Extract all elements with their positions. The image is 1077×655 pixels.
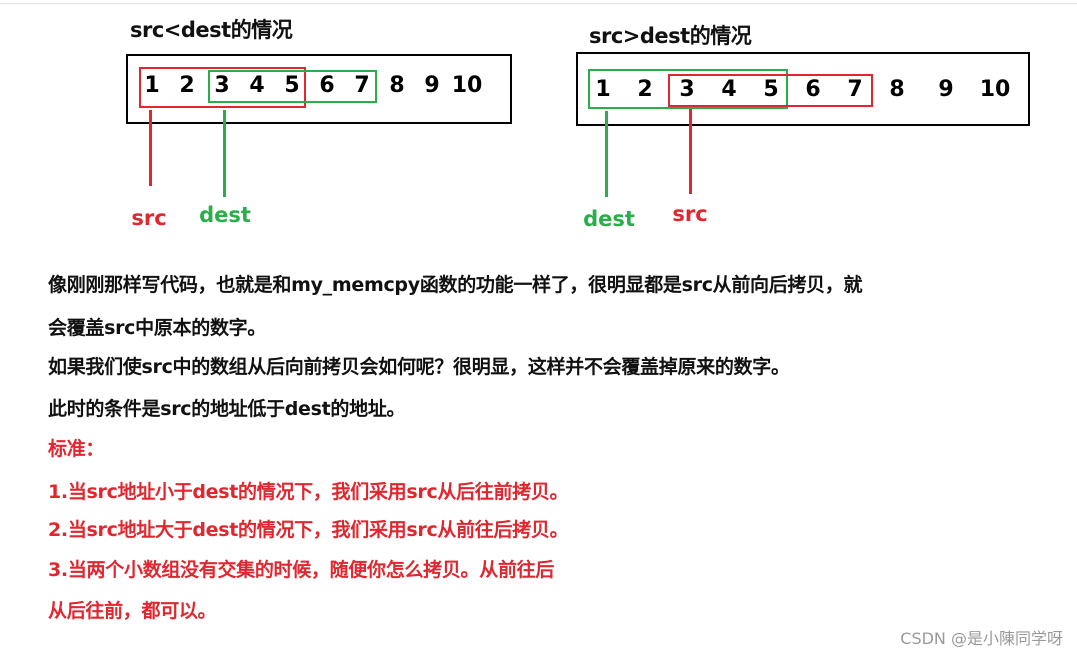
right-src-label: src (672, 202, 708, 226)
csdn-watermark: CSDN @是小陳同学呀 (900, 629, 1063, 648)
rule-1: 1.当src地址小于dest的情况下，我们采用src从后往前拷贝。 (48, 481, 569, 503)
right-cell: 7 (847, 77, 863, 102)
right-cell: 4 (721, 77, 737, 102)
left-cell: 10 (451, 73, 483, 98)
right-cell: 9 (938, 77, 954, 102)
right-cell: 1 (595, 77, 611, 102)
right-cell: 2 (637, 77, 653, 102)
left-diagram-title: src<dest的情况 (130, 18, 293, 42)
left-dest-pointer (223, 110, 226, 197)
left-array-box (126, 54, 512, 124)
left-cell: 8 (389, 73, 405, 98)
right-dest-pointer (605, 111, 608, 197)
right-src-pointer (689, 109, 692, 194)
explanation-line-3: 如果我们使src中的数组从后向前拷贝会如何呢？很明显，这样并不会覆盖掉原来的数字… (48, 356, 790, 378)
explanation-line-1: 像刚刚那样写代码，也就是和my_memcpy函数的功能一样了，很明显都是src从… (48, 274, 863, 296)
rule-3: 3.当两个小数组没有交集的时候，随便你怎么拷贝。从前往后 (48, 559, 555, 581)
right-cell: 3 (679, 77, 695, 102)
right-cell: 10 (979, 77, 1011, 102)
left-cell: 1 (144, 73, 160, 98)
left-src-pointer (149, 110, 152, 186)
right-cell: 5 (763, 77, 779, 102)
rule-2: 2.当src地址大于dest的情况下，我们采用src从前往后拷贝。 (48, 519, 569, 541)
left-src-highlight (139, 67, 306, 108)
left-dest-highlight (208, 70, 377, 103)
explanation-line-2: 会覆盖src中原本的数字。 (48, 317, 267, 339)
right-cell: 8 (889, 77, 905, 102)
right-array-box (576, 52, 1030, 126)
right-cell: 6 (805, 77, 821, 102)
left-cell: 7 (354, 73, 370, 98)
left-cell: 9 (424, 73, 440, 98)
left-cell: 5 (284, 73, 300, 98)
left-src-label: src (131, 206, 167, 230)
left-cell: 2 (179, 73, 195, 98)
rule-heading: 标准： (48, 438, 105, 460)
left-cell: 6 (319, 73, 335, 98)
explanation-line-4: 此时的条件是src的地址低于dest的地址。 (48, 398, 406, 420)
left-cell: 4 (249, 73, 265, 98)
right-src-highlight (668, 74, 873, 107)
left-cell: 3 (214, 73, 230, 98)
right-diagram-title: src>dest的情况 (589, 24, 752, 48)
right-dest-label: dest (583, 207, 635, 231)
right-dest-highlight (588, 69, 788, 109)
top-divider (0, 3, 1077, 4)
rule-3-continued: 从后往前，都可以。 (48, 600, 217, 622)
left-dest-label: dest (199, 203, 251, 227)
